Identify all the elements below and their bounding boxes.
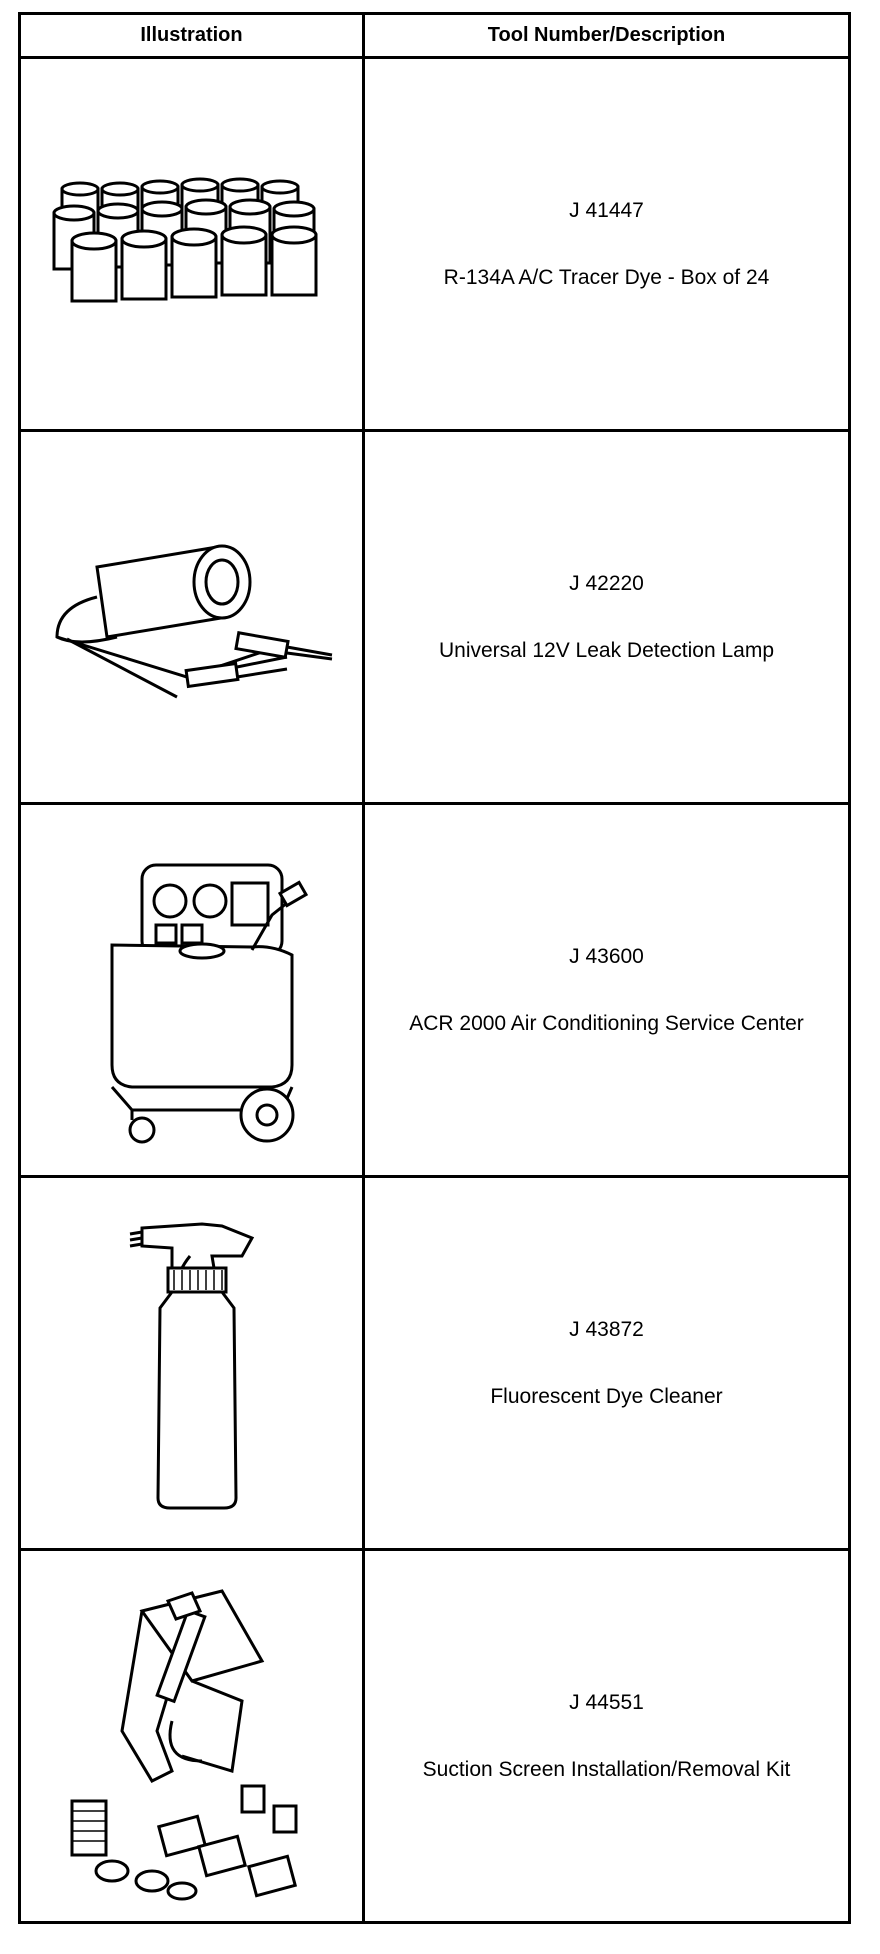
header-illustration: Illustration — [18, 12, 365, 59]
tool-description: R-134A A/C Tracer Dye - Box of 24 — [443, 266, 770, 289]
table-row: J 44551 Suction Screen Installation/Remo… — [18, 1548, 851, 1924]
tool-number: J 43872 — [569, 1317, 644, 1341]
suction-screen-kit-icon — [70, 1589, 297, 1901]
illustration-cell — [18, 1548, 365, 1924]
illustration-cell — [18, 802, 365, 1178]
table-row: J 41447 R-134A A/C Tracer Dye - Box of 2… — [18, 56, 851, 432]
tool-number: J 42220 — [569, 571, 644, 595]
leak-detection-lamp-icon — [54, 544, 332, 699]
table-row: J 42220 Universal 12V Leak Detection Lam… — [18, 429, 851, 805]
ac-service-center-icon — [110, 863, 308, 1144]
spray-bottle-icon — [129, 1222, 254, 1510]
illustration-cell — [18, 429, 365, 805]
description-cell: J 42220 Universal 12V Leak Detection Lam… — [362, 429, 851, 805]
dye-bottles-icon — [52, 177, 317, 303]
table-row: J 43872 Fluorescent Dye Cleaner — [18, 1175, 851, 1551]
description-cell: J 41447 R-134A A/C Tracer Dye - Box of 2… — [362, 56, 851, 432]
tool-description: Suction Screen Installation/Removal Kit — [422, 1758, 791, 1781]
tool-number: J 43600 — [569, 944, 644, 968]
header-description: Tool Number/Description — [362, 12, 851, 59]
tool-description: Fluorescent Dye Cleaner — [490, 1385, 723, 1408]
tools-table: Illustration Tool Number/Description — [18, 12, 851, 1924]
tool-number: J 41447 — [569, 198, 644, 222]
illustration-cell — [18, 56, 365, 432]
tool-description: Universal 12V Leak Detection Lamp — [438, 639, 774, 662]
illustration-cell — [18, 1175, 365, 1551]
description-cell: J 43872 Fluorescent Dye Cleaner — [362, 1175, 851, 1551]
tool-description: ACR 2000 Air Conditioning Service Center — [409, 1012, 804, 1035]
tool-number: J 44551 — [569, 1690, 644, 1714]
description-cell: J 43600 ACR 2000 Air Conditioning Servic… — [362, 802, 851, 1178]
header-row: Illustration Tool Number/Description — [18, 12, 851, 59]
description-cell: J 44551 Suction Screen Installation/Remo… — [362, 1548, 851, 1924]
table-row: J 43600 ACR 2000 Air Conditioning Servic… — [18, 802, 851, 1178]
